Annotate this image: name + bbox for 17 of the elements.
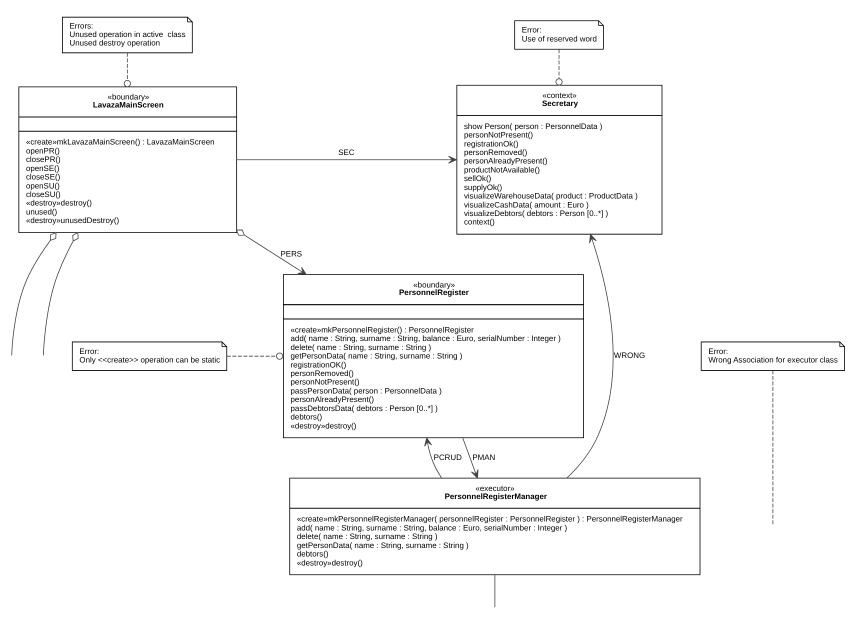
edge-label: SEC — [338, 148, 354, 157]
connector — [555, 49, 563, 86]
edge-label: PCRUD — [434, 452, 462, 462]
arrow — [424, 437, 442, 478]
connector — [226, 352, 284, 360]
connector — [494, 574, 496, 608]
edge-label: WRONG — [614, 351, 646, 360]
connector — [11, 240, 51, 356]
arrow — [236, 230, 307, 275]
edge-label: PERS — [280, 249, 302, 258]
arrow — [236, 156, 457, 164]
connector — [43, 240, 74, 356]
connector — [124, 52, 131, 88]
connector — [772, 370, 774, 526]
arrow — [566, 234, 614, 478]
arrow — [462, 437, 478, 478]
edge-label: PMAN — [472, 452, 496, 462]
